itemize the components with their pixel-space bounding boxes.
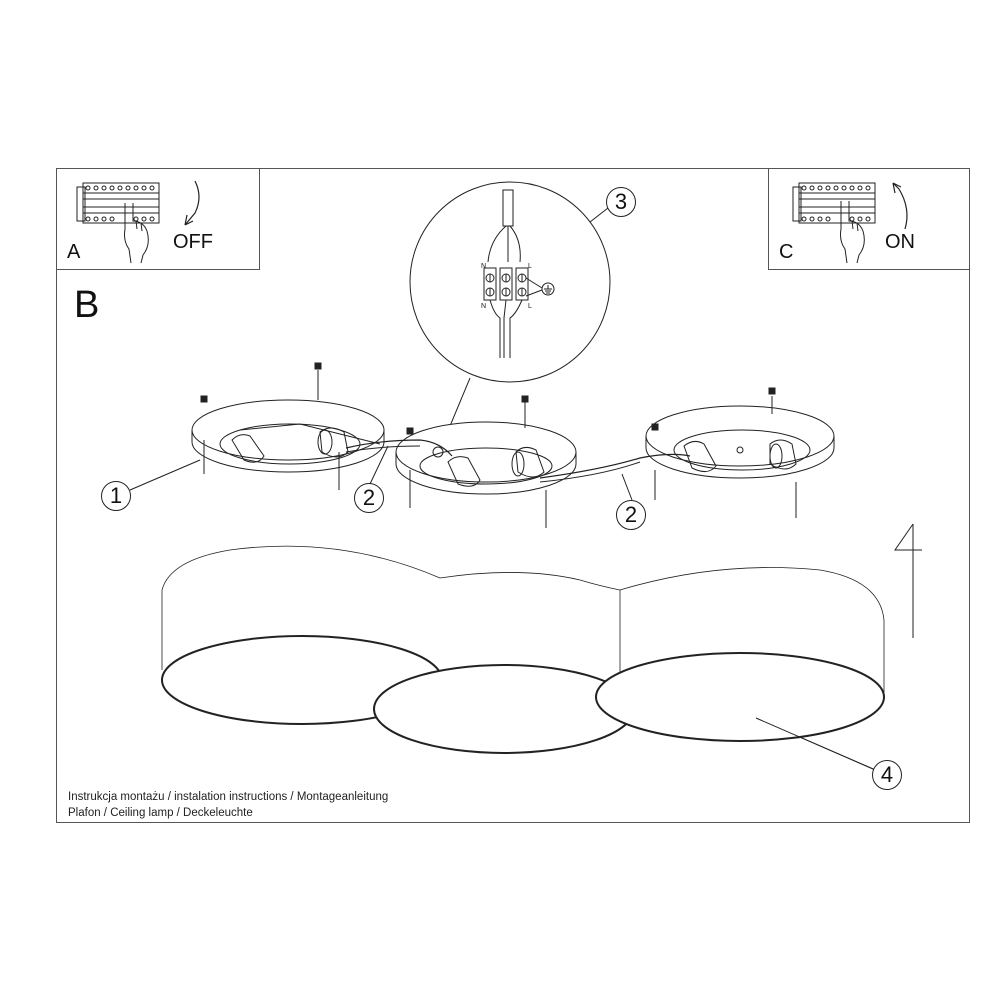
circuit-breaker-off-icon	[76, 180, 200, 264]
step-letter-c: C	[779, 241, 794, 263]
document-caption: Instrukcja montażu / instalation instruc…	[68, 789, 388, 821]
callout-2-right: 2	[616, 500, 646, 530]
state-off-label: OFF	[173, 231, 213, 253]
terminal-label-n-top: N	[481, 263, 487, 270]
terminal-label-l-top: L	[528, 263, 532, 270]
terminal-label-l-bottom: L	[528, 303, 532, 310]
callout-2-left: 2	[354, 483, 384, 513]
circuit-breaker-on-icon	[792, 182, 908, 264]
terminal-detail-circle	[409, 181, 611, 383]
terminal-label-n-bottom: N	[481, 303, 487, 310]
step-letter-a: A	[67, 241, 81, 263]
state-on-label: ON	[885, 231, 915, 253]
diagram-frame	[56, 168, 970, 823]
step-letter-b: B	[74, 284, 100, 326]
caption-title: Instrukcja montażu / instalation instruc…	[68, 791, 389, 803]
callout-3: 3	[606, 187, 636, 217]
caption-subtitle: Plafon / Ceiling lamp / Deckeleuchte	[68, 807, 253, 819]
panel-a-power-off: A OFF	[56, 168, 260, 270]
earth-ground-icon	[541, 282, 555, 296]
callout-4: 4	[872, 760, 902, 790]
panel-c-power-on: C ON	[768, 168, 970, 270]
callout-1: 1	[101, 481, 131, 511]
